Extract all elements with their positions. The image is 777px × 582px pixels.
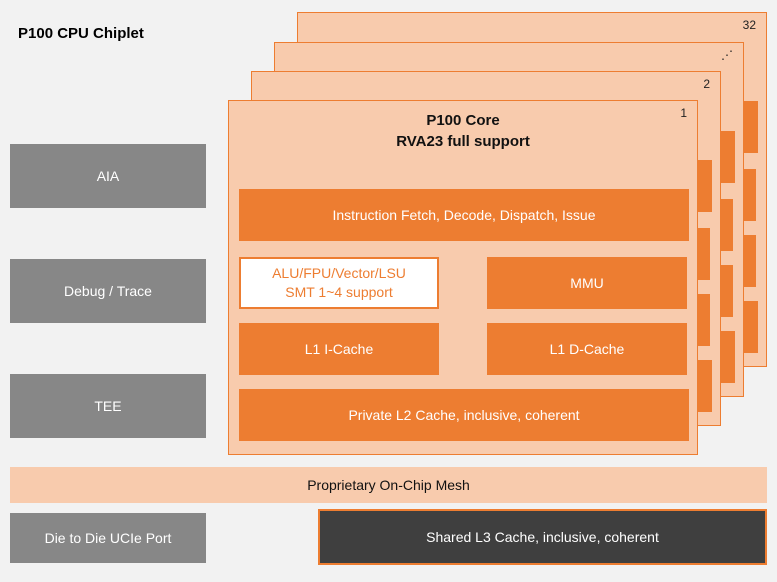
core-card-number: 1	[680, 106, 687, 120]
core-card-ellipsis-dots: ⋰	[721, 48, 733, 62]
block-debug-trace: Debug / Trace	[10, 259, 206, 323]
diagram-title: P100 CPU Chiplet	[18, 25, 144, 42]
core-card-number: 2	[703, 77, 710, 91]
core-title: P100 Core RVA23 full support	[229, 110, 697, 152]
mmu-box: MMU	[487, 257, 687, 309]
alu-fpu-line2: SMT 1~4 support	[285, 284, 393, 300]
core-title-line1: P100 Core	[426, 112, 500, 129]
l1-icache-box: L1 I-Cache	[239, 323, 439, 375]
core-title-line2: RVA23 full support	[396, 133, 530, 150]
alu-fpu-line1: ALU/FPU/Vector/LSU	[272, 265, 406, 281]
ucie-port-box: Die to Die UCIe Port	[10, 513, 206, 563]
l2-cache-box: Private L2 Cache, inclusive, coherent	[239, 389, 689, 441]
core-card-number: 32	[742, 18, 756, 32]
block-aia: AIA	[10, 144, 206, 208]
fetch-decode-box: Instruction Fetch, Decode, Dispatch, Iss…	[239, 189, 689, 241]
mesh-bar: Proprietary On-Chip Mesh	[10, 467, 767, 503]
alu-fpu-box: ALU/FPU/Vector/LSU SMT 1~4 support	[239, 257, 439, 309]
l1-dcache-box: L1 D-Cache	[487, 323, 687, 375]
l3-cache-box: Shared L3 Cache, inclusive, coherent	[318, 509, 767, 565]
core-card-front: 1 P100 Core RVA23 full support Instructi…	[228, 100, 698, 455]
block-tee: TEE	[10, 374, 206, 438]
